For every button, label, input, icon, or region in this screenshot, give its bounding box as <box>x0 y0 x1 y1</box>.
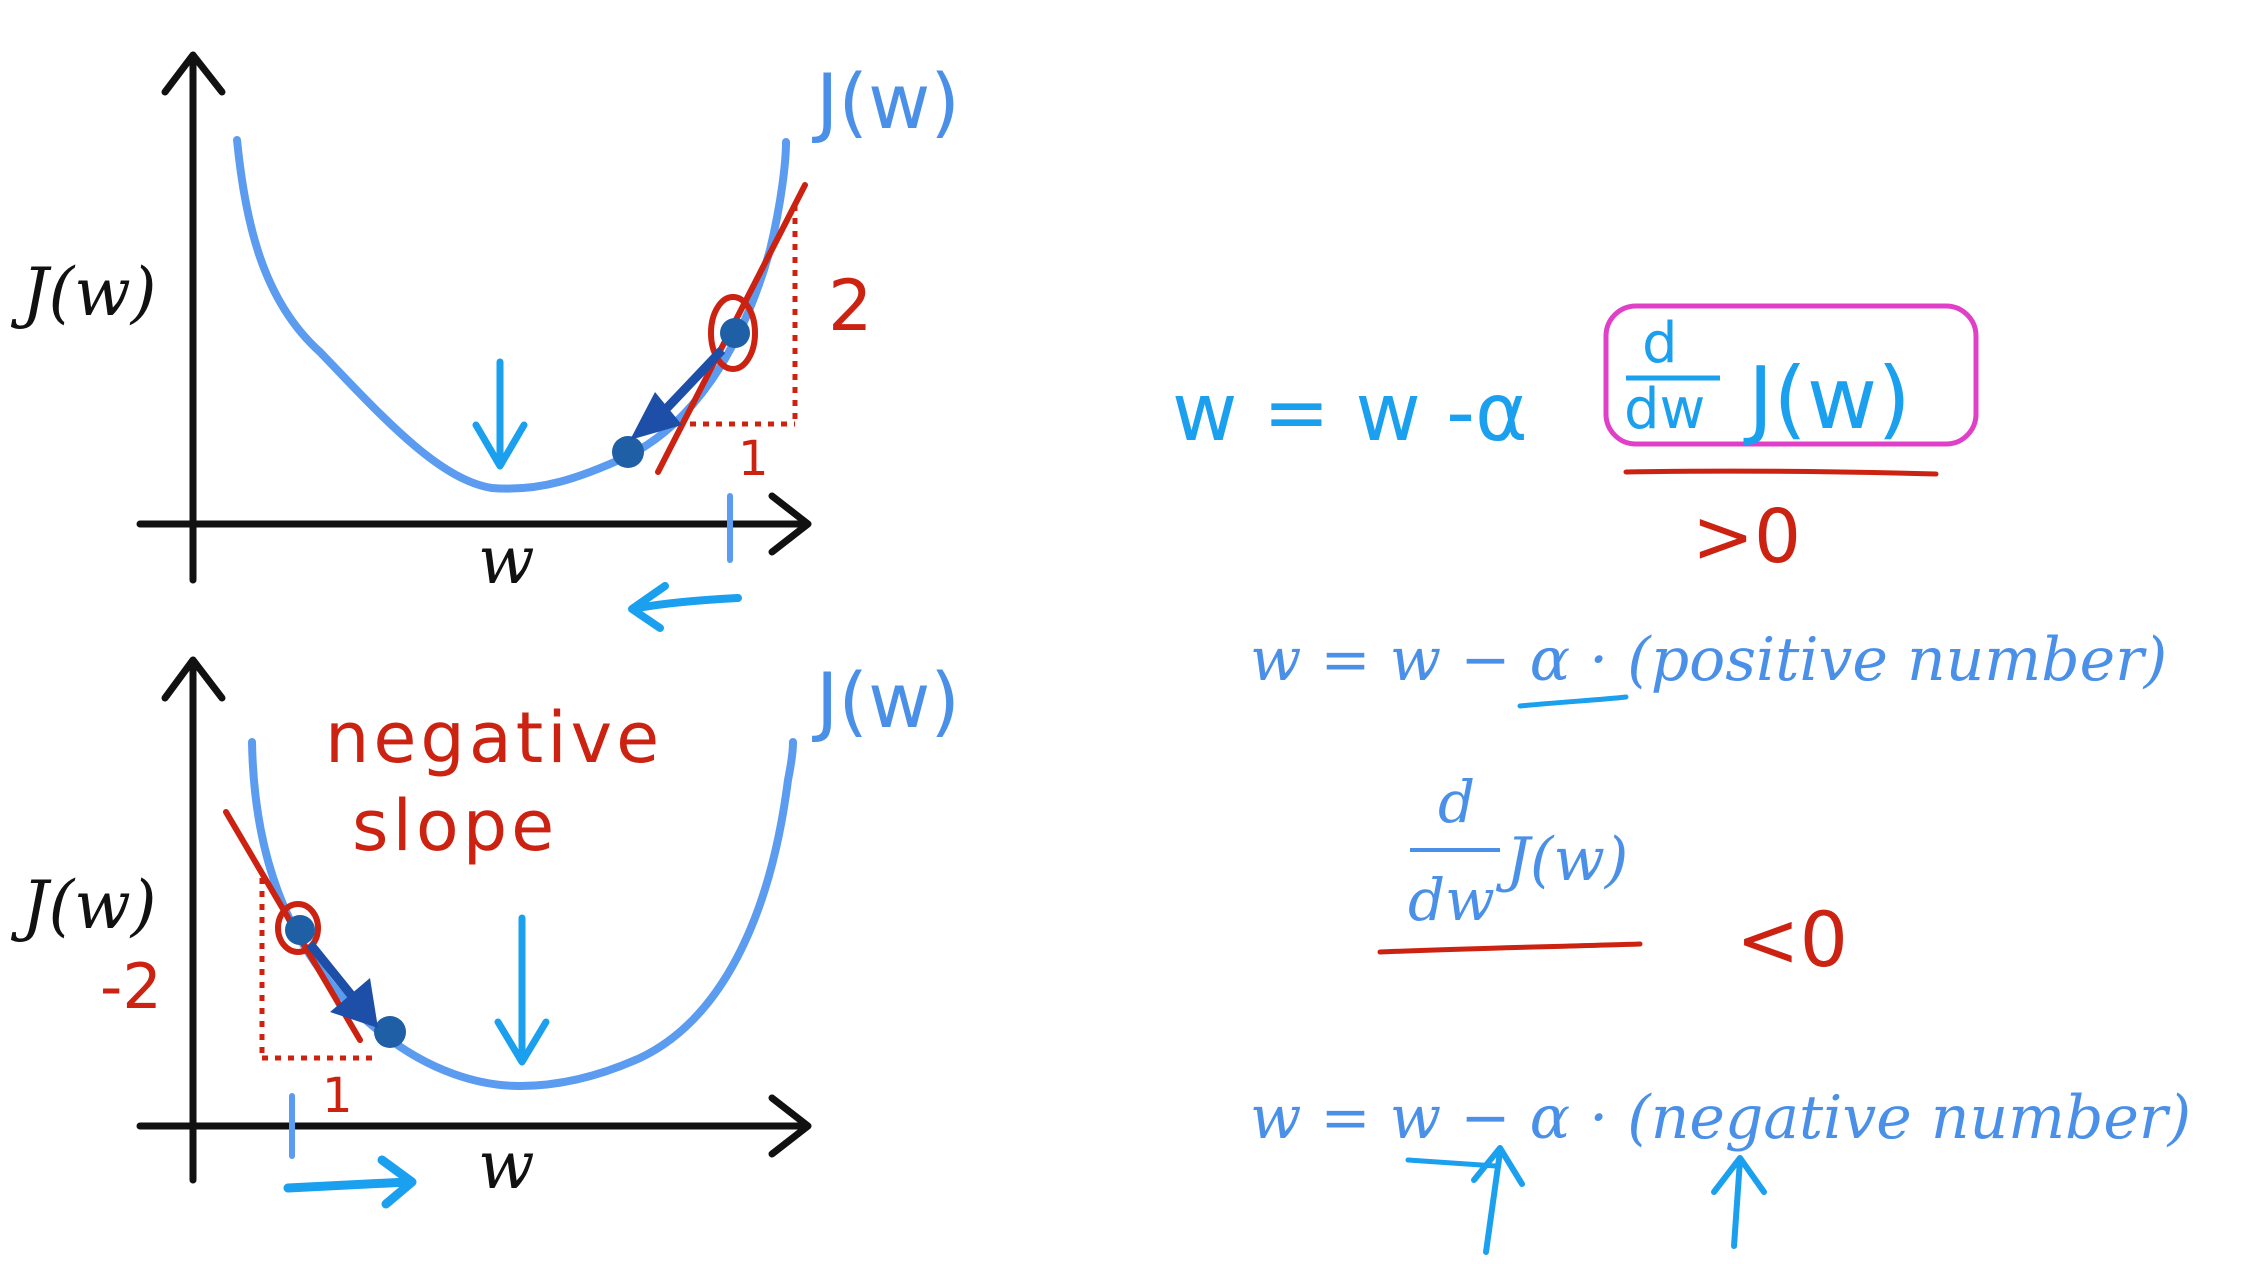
bottom-run-label: 1 <box>322 1068 353 1124</box>
update-rule-formula: w = w -α d dw J(w) >0 <box>1172 303 1979 580</box>
top-rise-label: 2 <box>828 265 873 347</box>
negative-deriv-num: d <box>1438 768 1475 836</box>
top-step-arrowhead <box>630 392 682 440</box>
positive-update-rest: · (positive number) <box>1570 625 2167 695</box>
down-arrow-icon <box>472 358 528 470</box>
negative-derivative-formula: d dw J(w) <0 <box>1377 768 1848 984</box>
positive-derivative-note: >0 <box>1692 494 1801 580</box>
bottom-step-arrow <box>306 941 356 999</box>
update-rule-deriv-den: dw <box>1624 377 1705 442</box>
negative-slope-annotation-line1: negative <box>325 697 663 779</box>
bottom-graph: J(w) w J(w) -2 1 negative slope <box>10 656 960 1209</box>
update-rule-deriv-num: d <box>1642 311 1678 376</box>
bottom-curve-label: J(w) <box>812 656 960 745</box>
up-arrow-icon <box>1711 1155 1767 1249</box>
derivative-highlight-box <box>1603 303 1979 447</box>
top-cost-curve <box>233 136 790 493</box>
bottom-x-axis-label: w <box>478 1127 535 1204</box>
alpha-underline <box>1517 694 1629 709</box>
top-x-axis-arrowhead <box>768 492 812 556</box>
bottom-y-axis-label: J(w) <box>10 867 156 944</box>
left-arrow-icon <box>628 582 742 632</box>
negative-number-line: w = w − α · (negative number) <box>1250 1083 2191 1255</box>
positive-update-lhs: w = w − <box>1250 625 1530 695</box>
negative-slope-annotation-line2: slope <box>352 785 558 867</box>
positive-update-equation: w = w − α · (positive number) <box>1250 625 2167 695</box>
negative-update-minus: − <box>1441 1083 1529 1153</box>
negative-update-equation: w = w − α · (negative number) <box>1250 1083 2191 1153</box>
top-curve-label: J(w) <box>812 57 960 146</box>
bottom-tangent-point-circle <box>275 901 321 955</box>
down-arrow-icon <box>494 914 550 1066</box>
negative-update-lhs: w = <box>1250 1083 1390 1153</box>
bottom-current-point <box>285 915 315 945</box>
negative-update-w: w <box>1390 1083 1441 1153</box>
positive-number-line: w = w − α · (positive number) <box>1250 625 2167 709</box>
top-tangent-point-circle <box>708 294 758 372</box>
positive-update-alpha: α <box>1530 625 1571 695</box>
derivative-underline <box>1623 468 1939 477</box>
bottom-step-arrowhead <box>330 978 378 1028</box>
up-arrow-icon <box>1471 1145 1525 1255</box>
bottom-x-axis-arrowhead <box>768 1094 812 1158</box>
update-rule-deriv-fn: J(w) <box>1743 349 1911 449</box>
negative-deriv-den: dw <box>1408 866 1495 934</box>
top-current-point <box>720 318 750 348</box>
top-y-axis-arrowhead <box>161 51 226 96</box>
bottom-rise-label: -2 <box>100 950 162 1023</box>
top-graph: J(w) w J(w) 2 1 <box>10 51 960 632</box>
top-next-point <box>612 436 644 468</box>
negative-deriv-fn: J(w) <box>1495 825 1628 895</box>
negative-derivative-note: <0 <box>1736 895 1848 984</box>
update-rule-lhs: w = w -α <box>1172 366 1528 459</box>
bottom-next-point <box>374 1016 406 1048</box>
top-x-axis-label: w <box>478 522 535 599</box>
negative-deriv-underline <box>1377 941 1643 955</box>
right-arrow-icon <box>283 1155 417 1209</box>
top-y-axis-label: J(w) <box>10 254 156 331</box>
negative-update-rest: α · (negative number) <box>1530 1083 2191 1153</box>
top-run-label: 1 <box>738 431 769 487</box>
bottom-y-axis-arrowhead <box>161 656 226 702</box>
